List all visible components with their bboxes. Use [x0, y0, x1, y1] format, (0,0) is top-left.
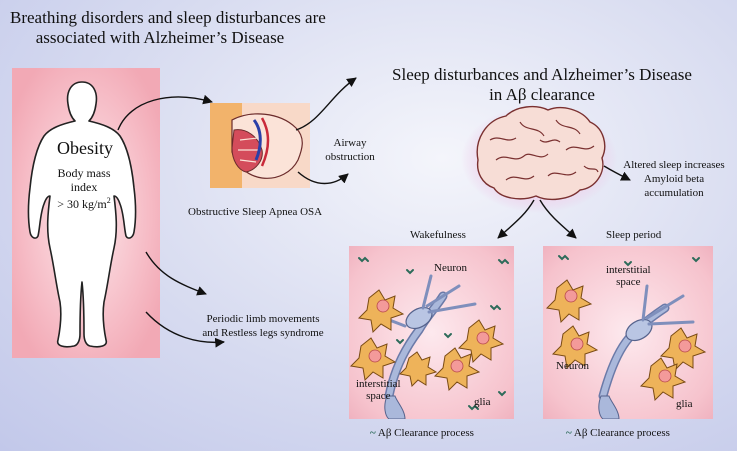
arrows — [117, 77, 631, 348]
brain-illustration — [476, 105, 606, 201]
plm-label: Periodic limb movements and Restless leg… — [188, 312, 338, 340]
arrow-brain-to-wake — [497, 199, 535, 239]
osa-illustration — [210, 103, 310, 188]
sleep-heading: Sleep period — [606, 229, 662, 241]
arrow-body-to-plm-lower — [145, 311, 225, 348]
wakefulness-cells — [349, 256, 509, 419]
arrow-body-to-plm-upper — [145, 251, 207, 296]
arrow-osa-to-airway — [297, 171, 349, 185]
altered-line-2: Amyloid beta — [643, 173, 705, 185]
right-title: Sleep disturbances and Alzheimer’s Disea… — [372, 65, 712, 105]
airway-label: Airway obstruction — [320, 136, 380, 164]
sleep-caption-text: Aβ Clearance process — [573, 427, 670, 439]
osa-label: Obstructive Sleep Apnea OSA — [188, 206, 323, 218]
main-title: Breathing disorders and sleep disturbanc… — [10, 8, 326, 48]
bmi-line-3: > 30 kg/m2 — [44, 194, 124, 211]
bmi-superscript: 2 — [106, 196, 111, 205]
plm-line-2: and Restless legs syndrome — [202, 327, 324, 339]
altered-sleep-label: Altered sleep increases Amyloid beta acc… — [614, 158, 734, 200]
arrow-brain-to-sleep — [539, 199, 577, 239]
sleep-interstitial-line-2: space — [616, 276, 641, 288]
wake-interstitial-label: interstitial space — [356, 378, 401, 402]
plm-line-1: Periodic limb movements — [206, 313, 320, 325]
altered-line-1: Altered sleep increases — [623, 159, 725, 171]
obese-body-figure — [27, 81, 137, 348]
bmi-value: > 30 kg/m — [57, 197, 107, 211]
airway-line-1: Airway — [333, 137, 367, 149]
sleep-glia-label: glia — [676, 398, 693, 410]
arrow-body-to-osa — [117, 94, 213, 131]
right-title-line-2: in Aβ clearance — [489, 85, 595, 104]
airway-line-2: obstruction — [325, 151, 375, 163]
sleep-interstitial-label: interstitial space — [606, 264, 651, 288]
wake-caption: ~ Aβ Clearance process — [370, 426, 474, 440]
sleep-cells — [545, 254, 707, 419]
wake-neuron-label: Neuron — [434, 262, 467, 274]
altered-line-3: accumulation — [644, 187, 704, 199]
sleep-caption: ~ Aβ Clearance process — [566, 426, 670, 440]
wake-glia-label: glia — [474, 396, 491, 408]
sleep-neuron-label: Neuron — [556, 360, 589, 372]
amyloid-icon: ~ — [370, 427, 376, 439]
bmi-line-2: index — [70, 180, 98, 194]
main-title-line-1: Breathing disorders and sleep disturbanc… — [10, 8, 326, 27]
bmi-text: Body mass index > 30 kg/m2 — [44, 166, 124, 211]
wakefulness-heading: Wakefulness — [410, 229, 466, 241]
sleep-interstitial-line-1: interstitial — [606, 264, 651, 276]
wake-interstitial-line-2: space — [366, 390, 391, 402]
main-title-line-2: associated with Alzheimer’s Disease — [35, 28, 285, 47]
wake-caption-text: Aβ Clearance process — [377, 427, 474, 439]
arrow-osa-to-title — [295, 77, 357, 131]
bmi-line-1: Body mass — [57, 166, 111, 180]
right-title-line-1: Sleep disturbances and Alzheimer’s Disea… — [392, 65, 692, 84]
arrow-brain-to-altered — [603, 165, 631, 181]
amyloid-icon: ~ — [566, 427, 572, 439]
wake-interstitial-line-1: interstitial — [356, 378, 401, 390]
obesity-heading: Obesity — [57, 138, 113, 158]
